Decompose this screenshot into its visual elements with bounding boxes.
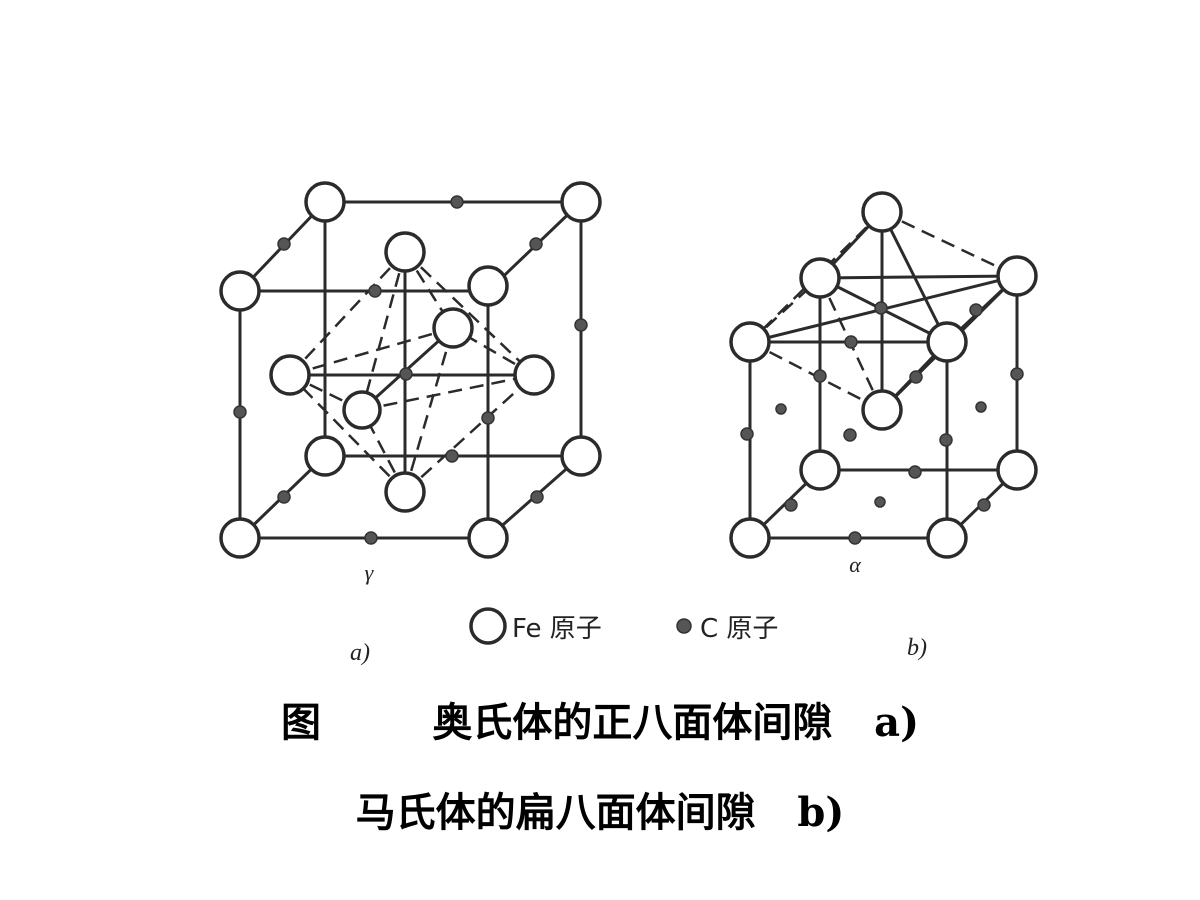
sublabel-a: a) [350, 640, 370, 666]
c-atom [977, 498, 991, 512]
figure-b-bct-lattice [729, 191, 1038, 559]
fe-atom [432, 307, 474, 349]
fe-atom [219, 517, 261, 559]
c-atom [233, 405, 247, 419]
caption-line-1: 图 奥氏体的正八面体间隙 a) [280, 699, 920, 746]
legend: Fe 原子 C 原子 [469, 607, 778, 645]
c-atom [939, 433, 953, 447]
legend-fe-label: Fe 原子 [512, 614, 602, 644]
fe-atom [861, 389, 903, 431]
fe-atom [560, 435, 602, 477]
c-atom [874, 496, 886, 508]
fe-atom [269, 354, 311, 396]
fe-atom [219, 270, 261, 312]
c-atom [445, 449, 459, 463]
legend-c-icon [676, 618, 692, 634]
fe-atom [467, 265, 509, 307]
legend-c-label: C 原子 [700, 614, 778, 644]
c-atom [975, 401, 987, 413]
octahedron-edge [360, 251, 407, 411]
c-atom [909, 370, 923, 384]
fe-atom [996, 255, 1038, 297]
fe-atom [384, 231, 426, 273]
octahedron-edge [289, 326, 454, 377]
c-atom [848, 531, 862, 545]
fe-atom [861, 191, 903, 233]
c-atom [740, 427, 754, 441]
c-atom [530, 490, 544, 504]
octahedron-edge [289, 251, 406, 376]
c-atom [969, 303, 983, 317]
c-atom [364, 531, 378, 545]
figure-a-fcc-lattice [219, 181, 602, 559]
octahedron-edge [289, 374, 406, 493]
c-atom [277, 237, 291, 251]
fe-atom [304, 435, 346, 477]
c-atom [368, 284, 382, 298]
c-atom [574, 318, 588, 332]
fe-atom [799, 257, 841, 299]
fe-atom [799, 449, 841, 491]
octahedron-edge [361, 373, 535, 412]
octahedron-edge [403, 327, 455, 493]
fe-atom [926, 517, 968, 559]
c-atom [399, 367, 413, 381]
octahedron-edge [881, 210, 1018, 278]
fe-atom [729, 321, 771, 363]
fe-atom [996, 449, 1038, 491]
c-atom [908, 465, 922, 479]
c-atom [843, 428, 857, 442]
fe-atom [926, 321, 968, 363]
fe-atom [729, 517, 771, 559]
fe-atom [513, 354, 555, 396]
c-atom [844, 335, 858, 349]
fe-atom [342, 390, 382, 430]
c-atom [775, 403, 787, 415]
c-atom [529, 237, 543, 251]
fe-atom [560, 181, 602, 223]
c-atom [481, 411, 495, 425]
c-atom [784, 498, 798, 512]
legend-fe-icon [469, 607, 507, 645]
c-atom [874, 301, 888, 315]
c-atom [1010, 367, 1024, 381]
c-atom [450, 195, 464, 209]
octahedron-edge [404, 374, 535, 493]
axis-line [819, 274, 1018, 280]
fe-atom [467, 517, 509, 559]
octahedron-edge [404, 251, 535, 376]
c-atom [813, 369, 827, 383]
caption-line-2: 马氏体的扁八面体间隙 b) [355, 789, 845, 836]
sublabel-b: b) [907, 635, 927, 661]
phase-symbol-a: γ [365, 560, 375, 585]
fe-atom [384, 471, 426, 513]
fe-atom [304, 181, 346, 223]
c-atom [277, 490, 291, 504]
phase-symbol-b: α [849, 552, 861, 577]
